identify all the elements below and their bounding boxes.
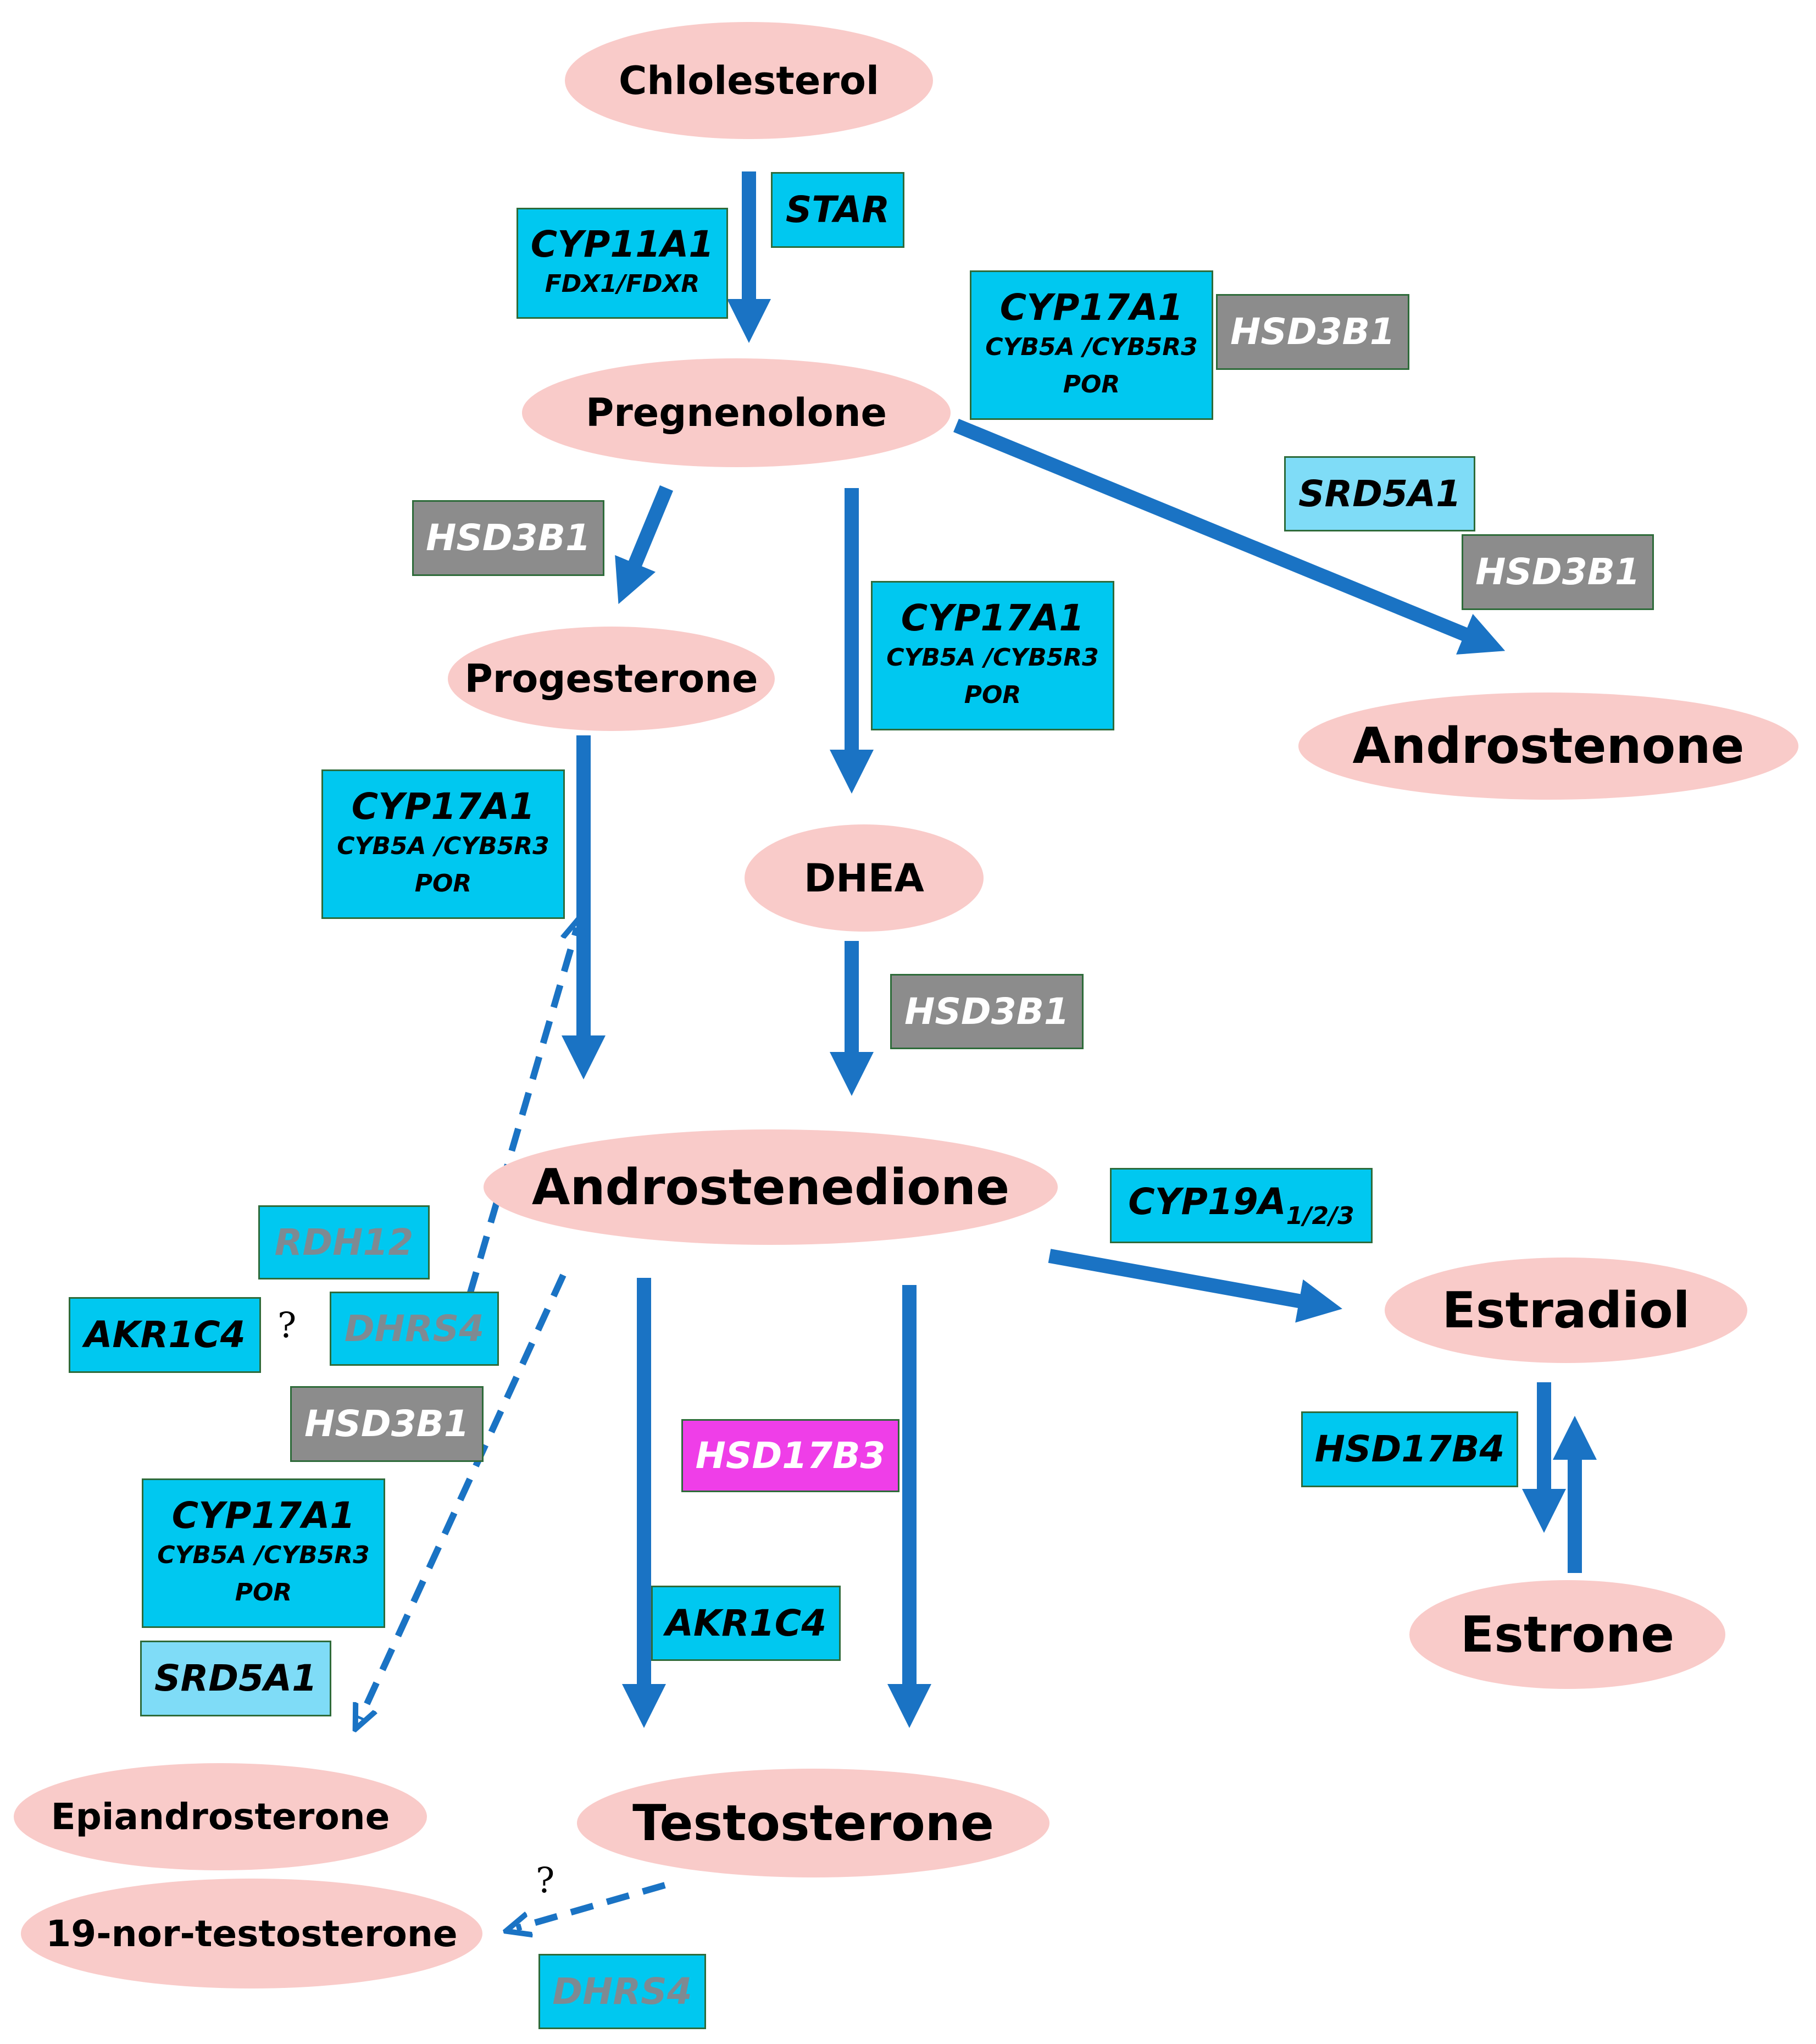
arrow-pregnenolone-to-androstenone [953,418,1506,655]
enzyme-cyp17a1-mid-label: CYP17A1 [901,596,1085,639]
enzyme-akr1c4-mid: AKR1C4 [651,1586,841,1661]
enzyme-akr1c4-left-label: AKR1C4 [84,1314,246,1356]
enzyme-akr1c4-mid-label: AKR1C4 [665,1602,827,1644]
enzyme-hsd17b4-label: HSD17B4 [1314,1428,1505,1471]
enzyme-dhrs4-left-label: DHRS4 [344,1307,485,1350]
metabolite-cholesterol: Chlolesterol [565,22,933,139]
enzyme-hsd3b1-dhea-label: HSD3B1 [904,990,1069,1033]
enzyme-cyp17a1-mid: CYP17A1 CYB5A /CYB5R3 POR [871,581,1114,730]
metabolite-19-nor-testosterone: 19-nor-testosterone [21,1879,482,1988]
enzyme-hsd3b1-right-label: HSD3B1 [1475,551,1640,594]
enzyme-cyp17a1-lower: CYP17A1 CYB5A /CYB5R3 POR [142,1478,385,1628]
dashed-arrow-androstenedione-to-progesterone-branch [467,928,577,1295]
enzyme-cyp17a1-top-por: POR [1063,370,1120,398]
enzyme-cyp17a1-top-label: CYP17A1 [999,286,1184,329]
enzyme-hsd3b1-right: HSD3B1 [1462,534,1654,610]
enzyme-srd5a1-top: SRD5A1 [1284,456,1475,531]
enzyme-cyp17a1-left-por: POR [414,869,472,898]
enzyme-dhrs4-bottom-label: DHRS4 [552,1970,692,2013]
arrow-pregnenolone-to-progesterone [615,485,674,605]
enzyme-cyp17a1-lower-label: CYP17A1 [171,1494,356,1537]
enzyme-akr1c4-left: AKR1C4 [69,1297,261,1373]
enzyme-cyp11a1-cofactors: FDX1/FDXR [545,269,700,298]
enzyme-cyp17a1-top-cofactors: CYB5A /CYB5R3 [985,333,1198,361]
enzyme-cyp11a1: CYP11A1 FDX1/FDXR [517,208,728,319]
enzyme-cyp17a1-top: CYP17A1 CYB5A /CYB5R3 POR [970,270,1213,420]
question-mark-left: ? [277,1305,297,1346]
enzyme-hsd3b1-dhea: HSD3B1 [890,974,1084,1049]
enzyme-rdh12: RDH12 [258,1205,430,1279]
enzyme-hsd17b3-label: HSD17B3 [695,1434,886,1477]
metabolite-estradiol: Estradiol [1385,1258,1747,1363]
metabolite-androstenone: Androstenone [1298,693,1798,800]
metabolite-androstenedione: Androstenedione [484,1129,1058,1245]
enzyme-cyp17a1-left-cofactors: CYB5A /CYB5R3 [337,832,549,860]
enzyme-cyp17a1-left-label: CYP17A1 [351,785,535,828]
enzyme-dhrs4-left: DHRS4 [330,1292,499,1366]
enzyme-hsd3b1-top: HSD3B1 [1216,294,1409,370]
enzyme-srd5a1-lower: SRD5A1 [140,1641,331,1716]
enzyme-hsd3b1-lower: HSD3B1 [290,1386,484,1462]
enzyme-cyp19a-label: CYP19A1/2/3 [1128,1181,1354,1231]
enzyme-srd5a1-lower-label: SRD5A1 [154,1657,318,1700]
metabolite-testosterone: Testosterone [577,1769,1049,1877]
enzyme-cyp17a1-lower-por: POR [235,1578,292,1607]
enzyme-hsd17b4: HSD17B4 [1301,1411,1518,1487]
metabolite-pregnenolone: Pregnenolone [522,358,951,467]
enzyme-star: STAR [771,172,904,248]
arrow-androstenedione-to-estradiol [1048,1249,1342,1323]
enzyme-dhrs4-bottom: DHRS4 [538,1954,706,2029]
enzyme-hsd3b1-left: HSD3B1 [412,500,604,576]
enzyme-cyp11a1-label: CYP11A1 [530,223,714,265]
enzyme-star-label: STAR [785,189,890,231]
metabolite-dhea: DHEA [745,824,984,932]
enzyme-cyp17a1-left: CYP17A1 CYB5A /CYB5R3 POR [321,769,565,919]
dashed-arrow-testosterone-to-19-nor-testosterone [517,1882,666,1928]
enzyme-cyp17a1-mid-cofactors: CYB5A /CYB5R3 [886,643,1099,672]
enzyme-cyp19a: CYP19A1/2/3 [1110,1168,1373,1243]
metabolite-progesterone: Progesterone [448,627,775,731]
enzyme-hsd3b1-left-label: HSD3B1 [426,517,591,560]
enzyme-cyp17a1-lower-cofactors: CYB5A /CYB5R3 [157,1541,370,1569]
enzyme-cyp19a-subscript: 1/2/3 [1286,1201,1354,1230]
enzyme-hsd17b3: HSD17B3 [681,1419,899,1492]
enzyme-cyp19a-name: CYP19A [1128,1180,1286,1223]
enzyme-hsd3b1-top-label: HSD3B1 [1230,311,1395,353]
enzyme-hsd3b1-lower-label: HSD3B1 [304,1403,469,1445]
enzyme-cyp17a1-mid-por: POR [964,680,1021,709]
enzyme-rdh12-label: RDH12 [274,1221,414,1264]
enzyme-srd5a1-top-label: SRD5A1 [1298,472,1462,515]
dashed-arrow-androstenedione-to-epiandrosterone [360,1273,567,1719]
metabolite-epiandrosterone: Epiandrosterone [14,1763,427,1870]
metabolite-estrone: Estrone [1409,1580,1725,1689]
question-mark-bottom: ? [536,1860,555,1901]
